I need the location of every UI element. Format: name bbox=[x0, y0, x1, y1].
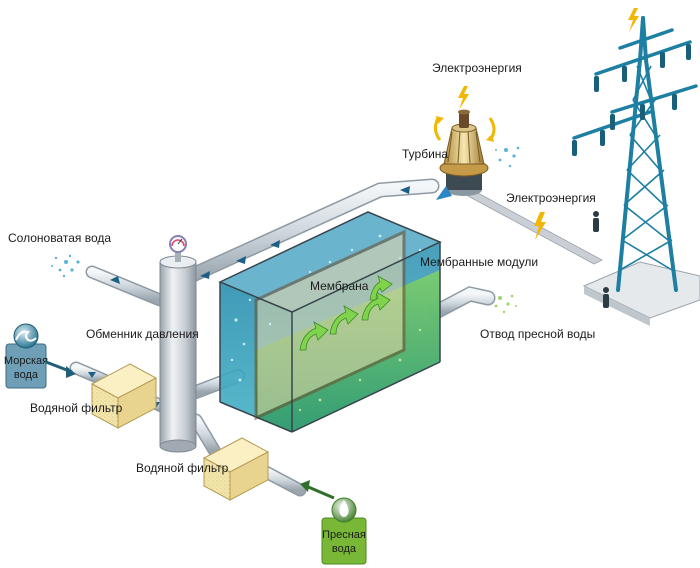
label-brackish-water: Солоноватая вода bbox=[8, 231, 111, 245]
fresh-spray bbox=[494, 294, 517, 314]
label-membrane-modules: Мембранные модули bbox=[420, 255, 538, 269]
water-filter-bottom bbox=[202, 437, 270, 501]
water-drop-icon bbox=[339, 500, 349, 517]
lightning-icon bbox=[534, 212, 546, 240]
label-pressure-exchanger: Обменник давления bbox=[86, 327, 199, 341]
label-fresh-water-outlet: Отвод пресной воды bbox=[480, 327, 595, 341]
wave-icon bbox=[15, 330, 37, 342]
gauge-icon bbox=[169, 235, 187, 253]
fresh-water-arrow bbox=[300, 480, 335, 500]
power-tower-icon bbox=[572, 16, 700, 326]
label-membrane: Мембрана bbox=[310, 279, 369, 293]
label-water-filter-left: Водяной фильтр bbox=[30, 401, 123, 415]
membrane-flow-arrows bbox=[299, 275, 393, 351]
fresh-water-line1: Пресная bbox=[322, 529, 366, 541]
turbine-icon bbox=[433, 109, 496, 200]
label-electricity-line: Электроэнергия bbox=[506, 191, 596, 205]
membrane-tank bbox=[218, 211, 442, 433]
water-filter-left bbox=[90, 363, 158, 429]
label-turbine: Турбина bbox=[402, 147, 448, 161]
fresh-water-line2: вода bbox=[332, 543, 357, 555]
flow-arrows bbox=[88, 186, 410, 408]
label-electricity-top: Электроэнергия bbox=[432, 61, 522, 75]
fresh-water-badge: Пресная вода bbox=[321, 497, 367, 565]
brackish-spray bbox=[51, 254, 80, 278]
pressure-exchanger bbox=[159, 248, 197, 453]
sea-water-arrow bbox=[45, 360, 76, 378]
lightning-icon bbox=[458, 86, 469, 110]
label-water-filter-bottom: Водяной фильтр bbox=[136, 461, 229, 475]
sea-water-line2: вода bbox=[14, 369, 39, 381]
turbine-spray bbox=[495, 146, 520, 168]
lightning-icon bbox=[628, 8, 639, 32]
sea-water-line1: Морская bbox=[4, 355, 48, 367]
sea-water-badge: Морская вода bbox=[4, 323, 48, 389]
